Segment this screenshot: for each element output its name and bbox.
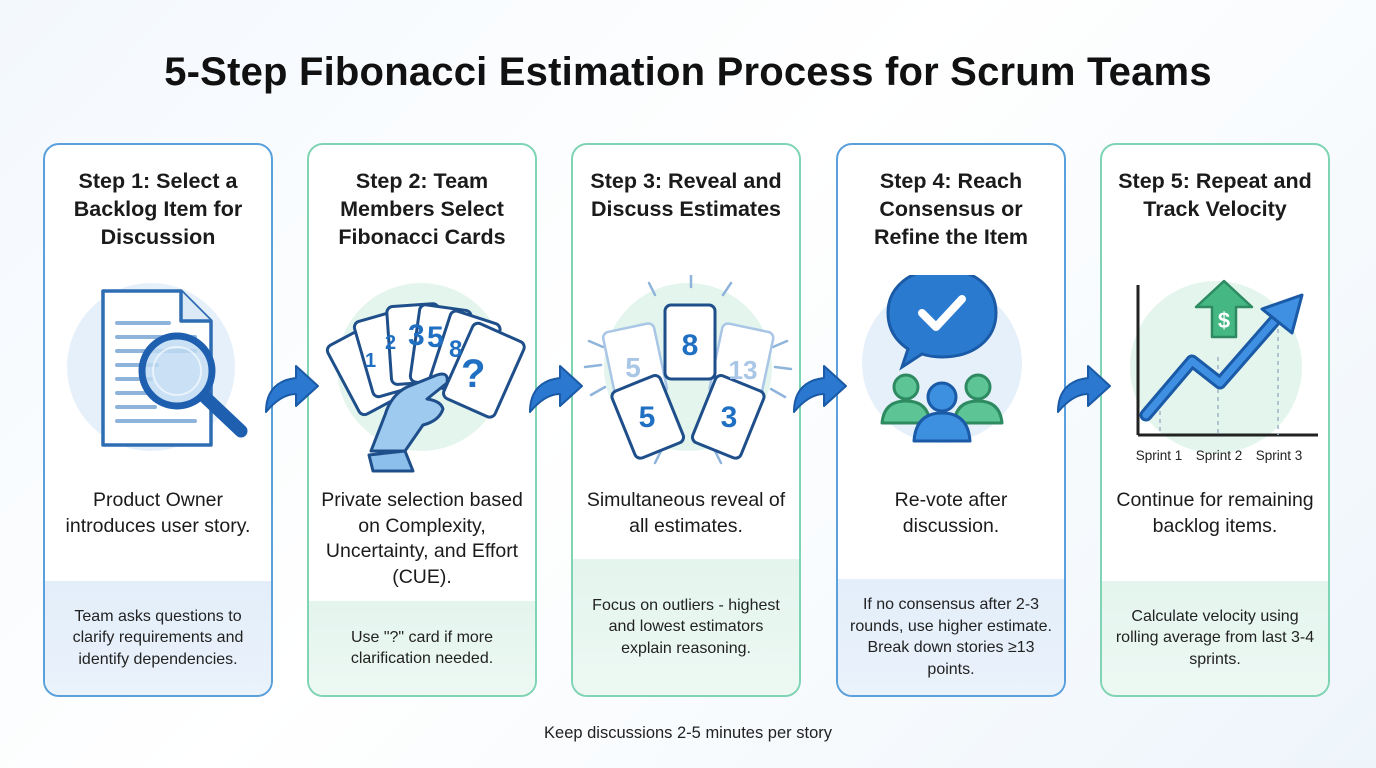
card-value-5: 5 [639,401,656,434]
revealed-cards-icon: 5 8 13 5 3 [583,275,793,465]
dollar-sign: $ [1218,308,1230,333]
step-5-footer-text: Calculate velocity using rolling average… [1115,607,1315,668]
step-5-description: Continue for remaining backlog items. [1116,489,1314,537]
sprint-2-label: Sprint 2 [1196,448,1243,463]
card-label-3: 3 [408,319,425,352]
step-4-description: Re-vote after discussion. [894,489,1008,537]
step-2-card: Step 2: Team Members Select Fibonacci Ca… [307,143,537,697]
step-5-title: Step 5: Repeat and Track Velocity [1118,169,1312,221]
step-3-footer: Focus on outliers - highest and lowest e… [573,559,799,695]
step-1-footer-text: Team asks questions to clarify requireme… [72,607,244,668]
step-2-title: Step 2: Team Members Select Fibonacci Ca… [338,169,506,249]
step-1-to-2-arrow-icon [265,365,319,413]
step-2-description: Private selection based on Complexity, U… [321,489,523,588]
step-4-footer-text: If no consensus after 2-3 rounds, use hi… [850,596,1052,678]
sprint-3-label: Sprint 3 [1256,448,1303,463]
card-label-1: 1 [365,350,376,372]
step-4-to-5-arrow-icon [1057,365,1111,413]
step-4-title: Step 4: Reach Consensus or Refine the It… [873,169,1029,249]
step-5-card: Step 5: Repeat and Track Velocity $ Spri… [1100,143,1330,697]
step-2-to-3-arrow-icon [529,365,583,413]
team-consensus-icon [862,275,1022,443]
step-1-title: Step 1: Select a Backlog Item for Discus… [73,169,243,249]
card-value-13: 13 [729,355,758,385]
card-value-3: 3 [721,401,738,434]
card-label-8: 8 [449,336,462,363]
step-5-footer: Calculate velocity using rolling average… [1102,581,1328,695]
page-title: 5-Step Fibonacci Estimation Process for … [164,50,1212,94]
hand-cards-icon: 1 2 3 5 8 ? [325,283,526,473]
step-1-card: Step 1: Select a Backlog Item for Discus… [43,143,273,697]
step-1-footer: Team asks questions to clarify requireme… [45,581,271,695]
step-3-footer-text: Focus on outliers - highest and lowest e… [592,596,780,657]
velocity-chart-icon: $ Sprint 1 Sprint 2 Sprint 3 [1130,279,1318,463]
step-2-footer-text: Use "?" card if more clarification neede… [350,628,494,668]
step-2-footer: Use "?" card if more clarification neede… [309,601,535,695]
card-value-8: 8 [682,329,699,362]
step-3-title: Step 3: Reveal and Discuss Estimates [590,169,782,221]
document-magnifier-icon [67,283,248,451]
step-3-description: Simultaneous reveal of all estimates. [586,489,786,537]
card-value-5-back: 5 [625,352,641,383]
step-1-description: Product Owner introduces user story. [65,489,251,537]
card-label-question: ? [461,352,485,396]
sprint-1-label: Sprint 1 [1136,448,1183,463]
card-label-5: 5 [427,321,444,354]
step-3-card: Step 3: Reveal and Discuss Estimates 5 8… [571,143,801,697]
step-4-footer: If no consensus after 2-3 rounds, use hi… [838,579,1064,695]
card-label-2: 2 [385,332,396,354]
step-3-to-4-arrow-icon [793,365,847,413]
bottom-note: Keep discussions 2-5 minutes per story [544,724,832,742]
step-4-card: Step 4: Reach Consensus or Refine the It… [836,143,1066,697]
